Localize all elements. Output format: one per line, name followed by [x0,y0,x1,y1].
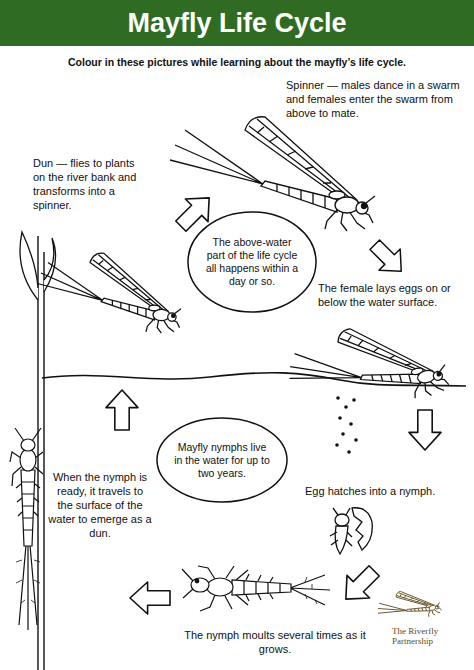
nymph-head [191,578,209,592]
plant-leaf [44,238,56,292]
ellipse-line [188,212,316,312]
note-ellipse: The above-water part of the life cycle a… [187,211,317,313]
nymph-abdomen [232,580,291,595]
ellipse-text-group: Mayfly nymphs live in the water for up t… [173,441,271,480]
nymph-tails [19,545,37,630]
tail-fringe [16,560,40,603]
growing-nymph [182,566,330,611]
ellipse-text-group: The above-water part of the life cycle a… [203,236,301,288]
nymph-gills [244,574,280,601]
nymph-thorax [207,578,233,596]
nymph-eye [195,579,199,583]
title-bar: Mayfly Life Cycle [0,0,474,46]
nymph-head [21,439,35,451]
egg-dot [338,416,342,420]
ellipse-text: The above-water part of the life cycle a… [203,236,301,288]
stage-text: The nymph moults several times as it gro… [170,628,380,656]
stage-text: Dun — flies to plants on the river bank … [33,156,147,212]
stage-text: When the nymph is ready, it travels to t… [48,470,152,540]
nymph-gills [16,482,40,530]
title-text: Mayfly Life Cycle [0,0,474,46]
stage-text: Spinner — males dance in a swarm and fem… [286,78,470,120]
cycle-arrow [130,582,170,614]
logo-mayfly [374,580,444,633]
egg-dot [347,450,351,454]
egg-dot [341,432,345,436]
hatchling-legs [330,508,352,546]
cycle-arrow [364,234,412,282]
stage-text: Egg hatches into a nymph. [305,484,470,498]
cycle-arrow [335,560,386,611]
egg-dot [335,443,339,447]
stage-text: The female lays eggs on or below the wat… [318,281,470,309]
cycle-arrow [106,390,138,430]
hatching-egg [330,508,372,554]
egg-dot [349,422,353,426]
nymph-thorax [20,449,36,471]
cycle-arrow [409,410,441,450]
logo-text: The Riverfly Partnership [392,626,444,646]
egg-dot [354,438,358,442]
subtitle-text: Colour in these pictures while learning … [8,55,466,69]
plant-leaf [20,232,38,300]
egg-dots [335,396,358,454]
tail-fringe [305,577,317,604]
ellipse-text: Mayfly nymphs live in the water for up t… [173,441,271,480]
note-ellipse: Mayfly nymphs live in the water for up t… [156,417,288,503]
dun-mayfly [38,253,182,333]
emerging-nymph [10,428,43,630]
hatchling-head [335,514,349,526]
egg-dot [352,398,356,402]
egg-shell [352,508,372,550]
egg-dot [336,396,340,400]
ellipse-line [157,418,287,502]
egg-dot [344,405,348,409]
nymph-tails [290,575,330,605]
